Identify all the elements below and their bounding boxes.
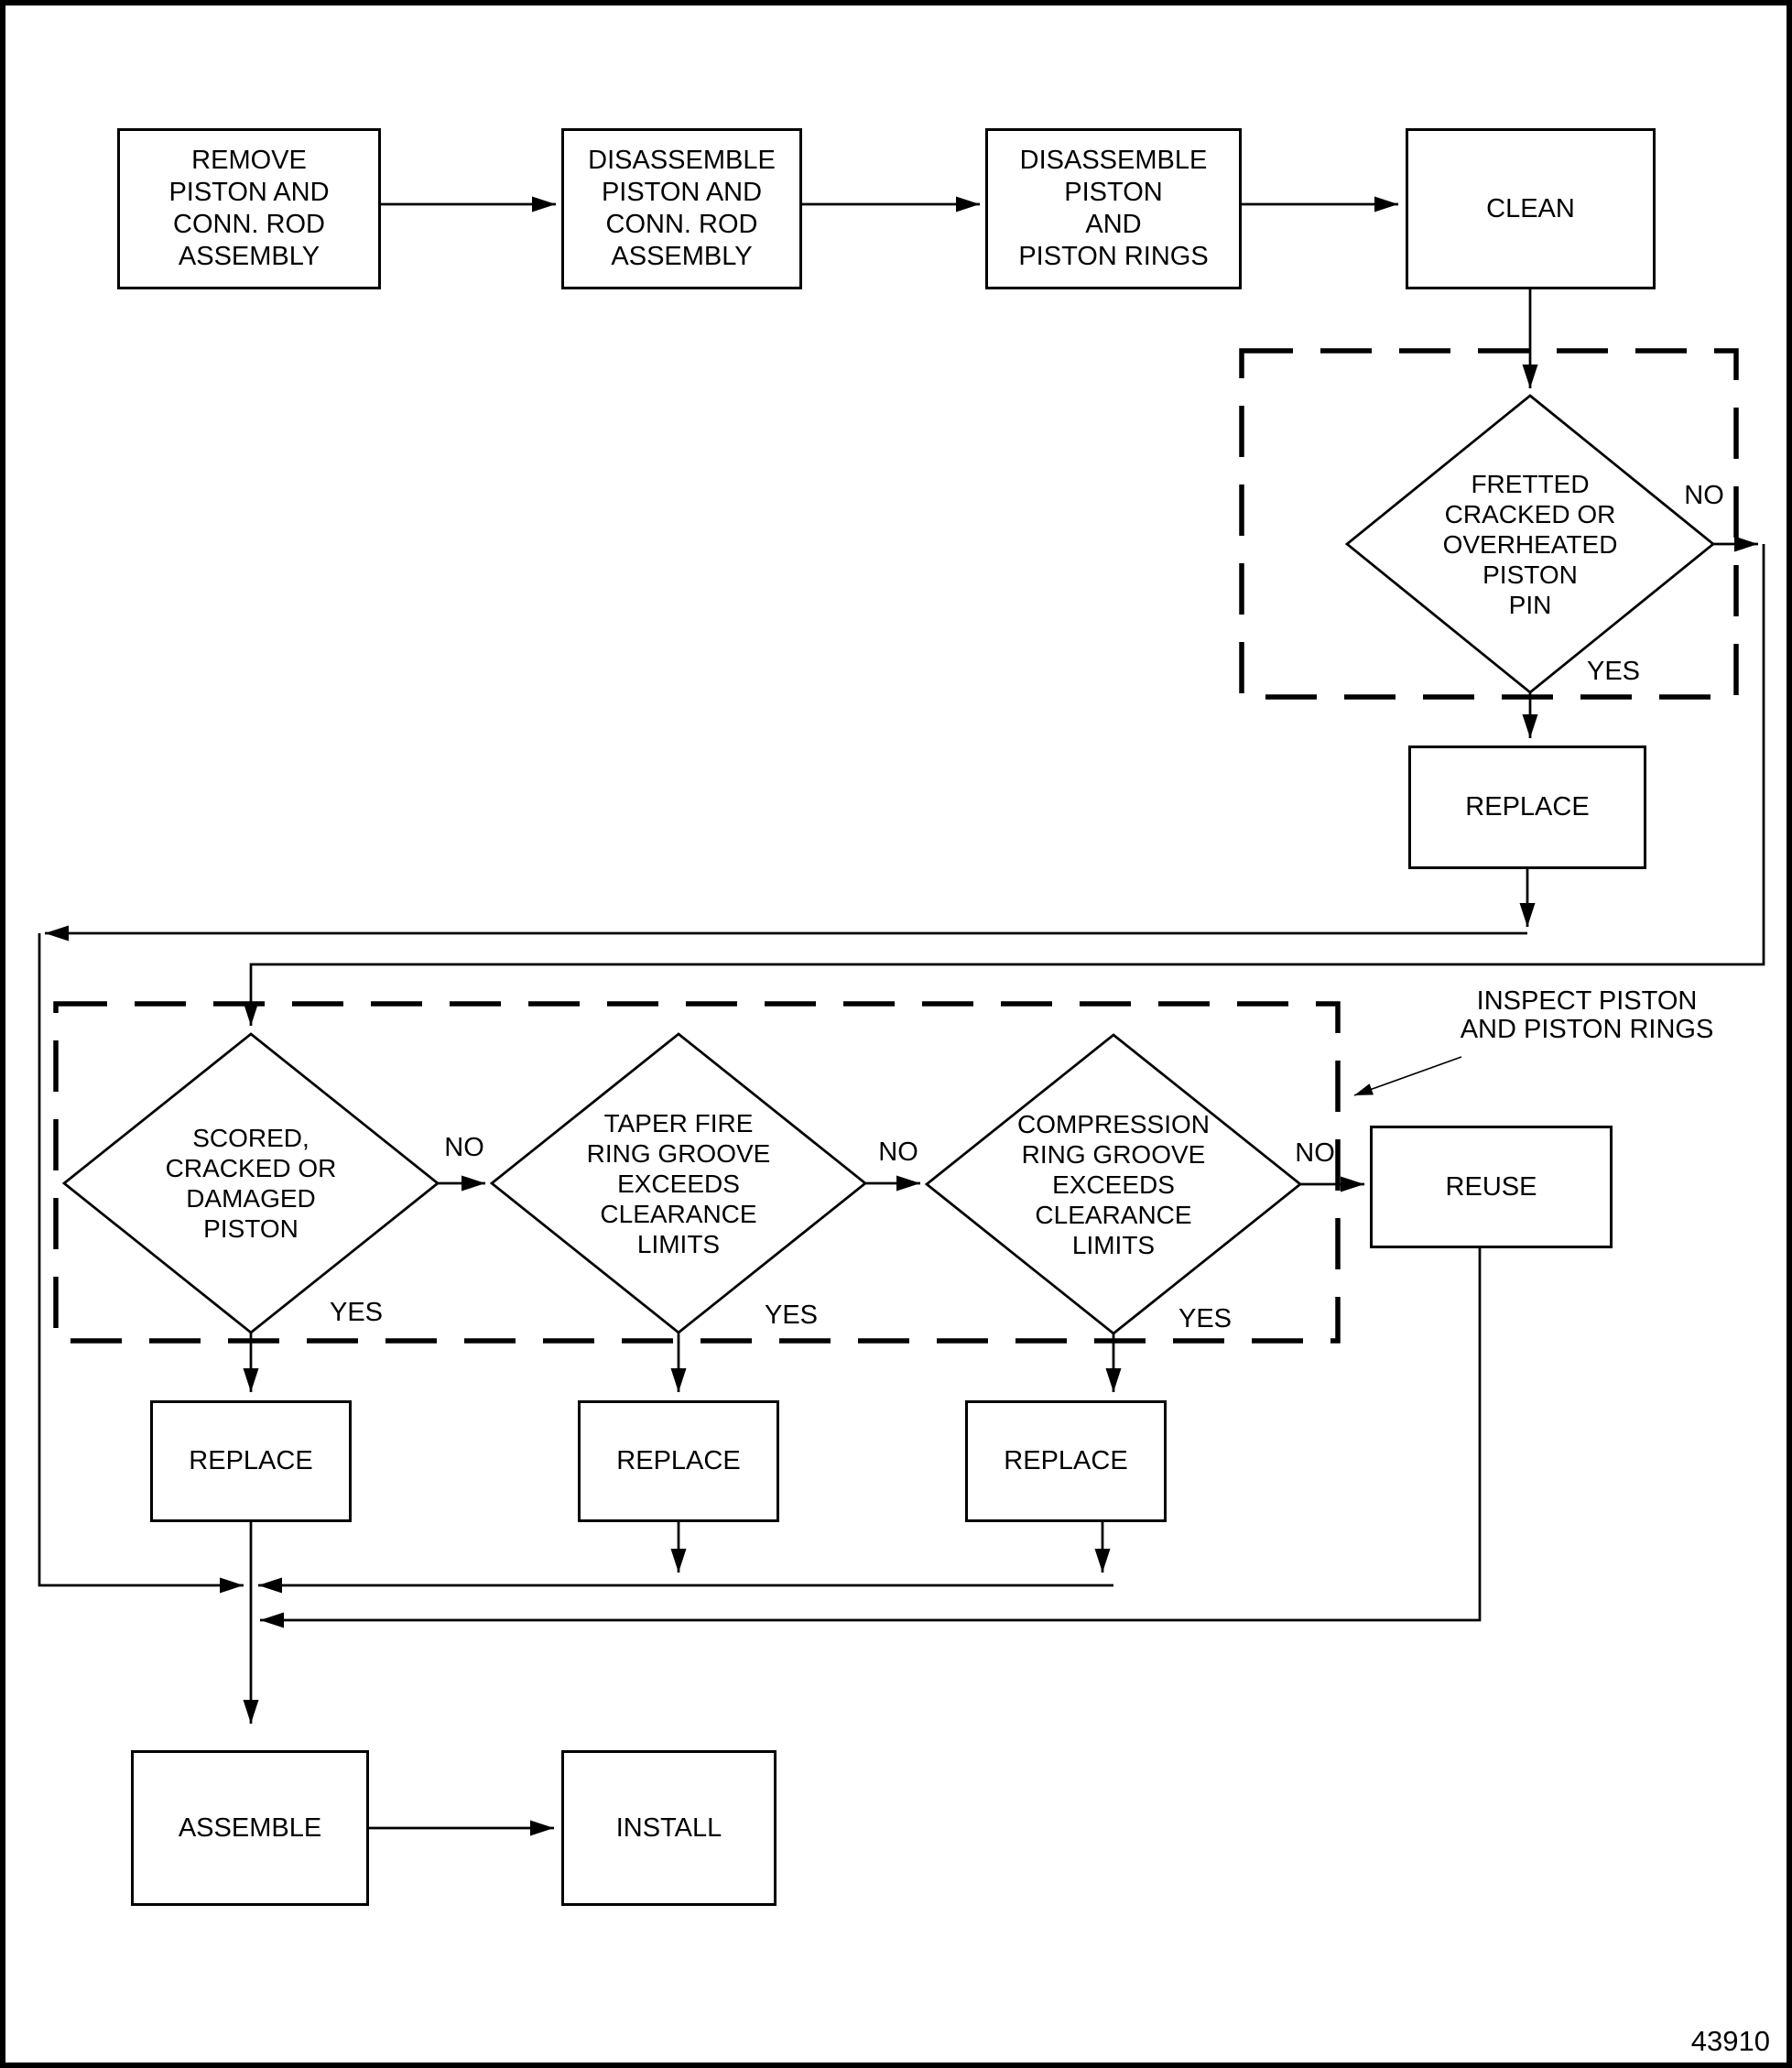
path-reuse-merge <box>260 1248 1482 1628</box>
figure-number: 43910 <box>1690 2025 1770 2057</box>
branch-no-scored: NO <box>444 1133 484 1162</box>
branch-no-piston-pin: NO <box>1684 481 1724 510</box>
branch-no-compression: NO <box>1295 1138 1335 1168</box>
process-box-disassemble-rings: DISASSEMBLE PISTON AND PISTON RINGS <box>985 128 1242 289</box>
dashed-box-piston-pin <box>1239 348 1739 700</box>
decision-taper-groove-label: TAPER FIRE RING GROOVE EXCEEDS CLEARANCE… <box>586 1108 771 1258</box>
branch-yes-scored: YES <box>329 1298 384 1327</box>
path-pin-no-to-scored <box>243 544 1765 1026</box>
process-box-install: INSTALL <box>561 1750 777 1906</box>
branch-yes-piston-pin: YES <box>1586 657 1641 686</box>
path-left-margin-down <box>38 933 244 1594</box>
process-box-replace-compression: REPLACE <box>965 1400 1167 1522</box>
process-box-assemble: ASSEMBLE <box>131 1750 369 1906</box>
process-box-remove: REMOVE PISTON AND CONN. ROD ASSEMBLY <box>117 128 381 289</box>
process-box-reuse: REUSE <box>1370 1126 1613 1248</box>
decision-piston-pin-label: FRETTED CRACKED OR OVERHEATED PISTON PIN <box>1442 469 1618 619</box>
process-box-disassemble-rod: DISASSEMBLE PISTON AND CONN. ROD ASSEMBL… <box>561 128 802 289</box>
connector-layer <box>38 196 1765 1836</box>
process-box-clean: CLEAN <box>1406 128 1656 289</box>
arrow-inspect-note <box>1353 1056 1462 1096</box>
branch-yes-taper: YES <box>764 1301 819 1330</box>
process-box-replace-piston: REPLACE <box>150 1400 352 1522</box>
branch-no-taper: NO <box>878 1137 918 1167</box>
decision-scored-piston-label: SCORED, CRACKED OR DAMAGED PISTON <box>165 1124 337 1243</box>
process-box-replace-taper: REPLACE <box>578 1400 779 1522</box>
branch-yes-compression: YES <box>1178 1304 1233 1333</box>
process-box-replace-pin: REPLACE <box>1408 746 1646 869</box>
dashed-box-piston-rings <box>53 1001 1341 1344</box>
inspect-note: INSPECT PISTON AND PISTON RINGS <box>1460 986 1714 1044</box>
decision-compression-groove-label: COMPRESSION RING GROOVE EXCEEDS CLEARANC… <box>1016 1109 1211 1259</box>
